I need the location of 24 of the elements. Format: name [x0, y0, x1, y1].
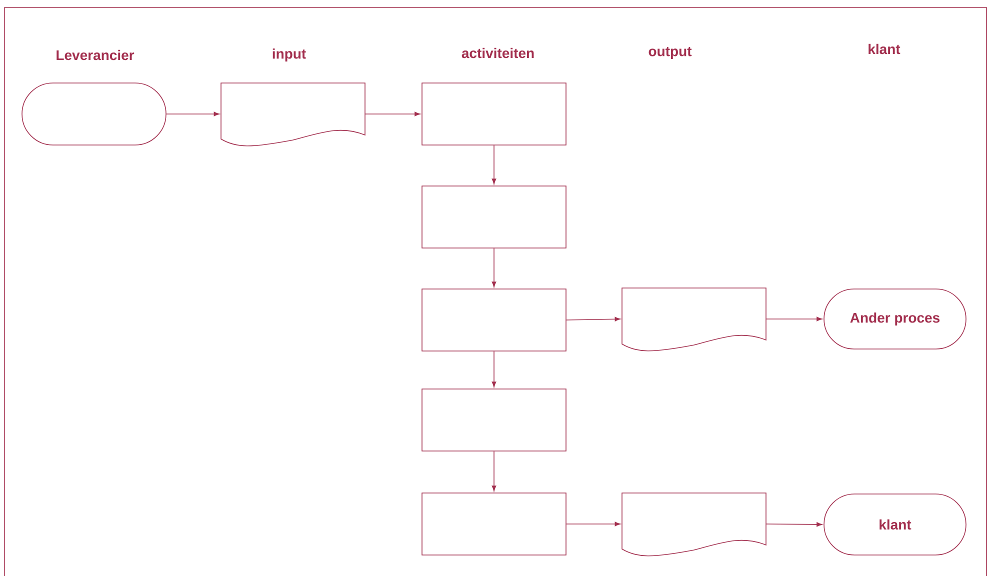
process-box	[422, 186, 566, 248]
arrow	[492, 145, 496, 184]
arrow	[492, 451, 496, 492]
arrow	[566, 316, 620, 322]
column-heading: klant	[868, 44, 900, 54]
arrow	[766, 316, 822, 322]
column-heading: output	[648, 46, 692, 60]
arrow	[492, 248, 496, 288]
column-heading: activiteiten	[462, 48, 534, 58]
arrow	[166, 112, 220, 116]
arrow	[364, 112, 420, 116]
column-heading: input	[272, 48, 306, 62]
process-box	[422, 82, 566, 146]
column-heading: Leverancier	[56, 50, 134, 60]
process-box	[422, 492, 566, 556]
arrow	[766, 522, 822, 527]
document-shape	[622, 492, 766, 556]
arrow	[492, 351, 496, 388]
terminator-shape	[22, 82, 166, 146]
document-shape	[220, 82, 366, 146]
arrow	[566, 522, 620, 526]
process-box	[422, 388, 566, 452]
process-box	[422, 288, 566, 352]
document-shape	[622, 288, 766, 352]
